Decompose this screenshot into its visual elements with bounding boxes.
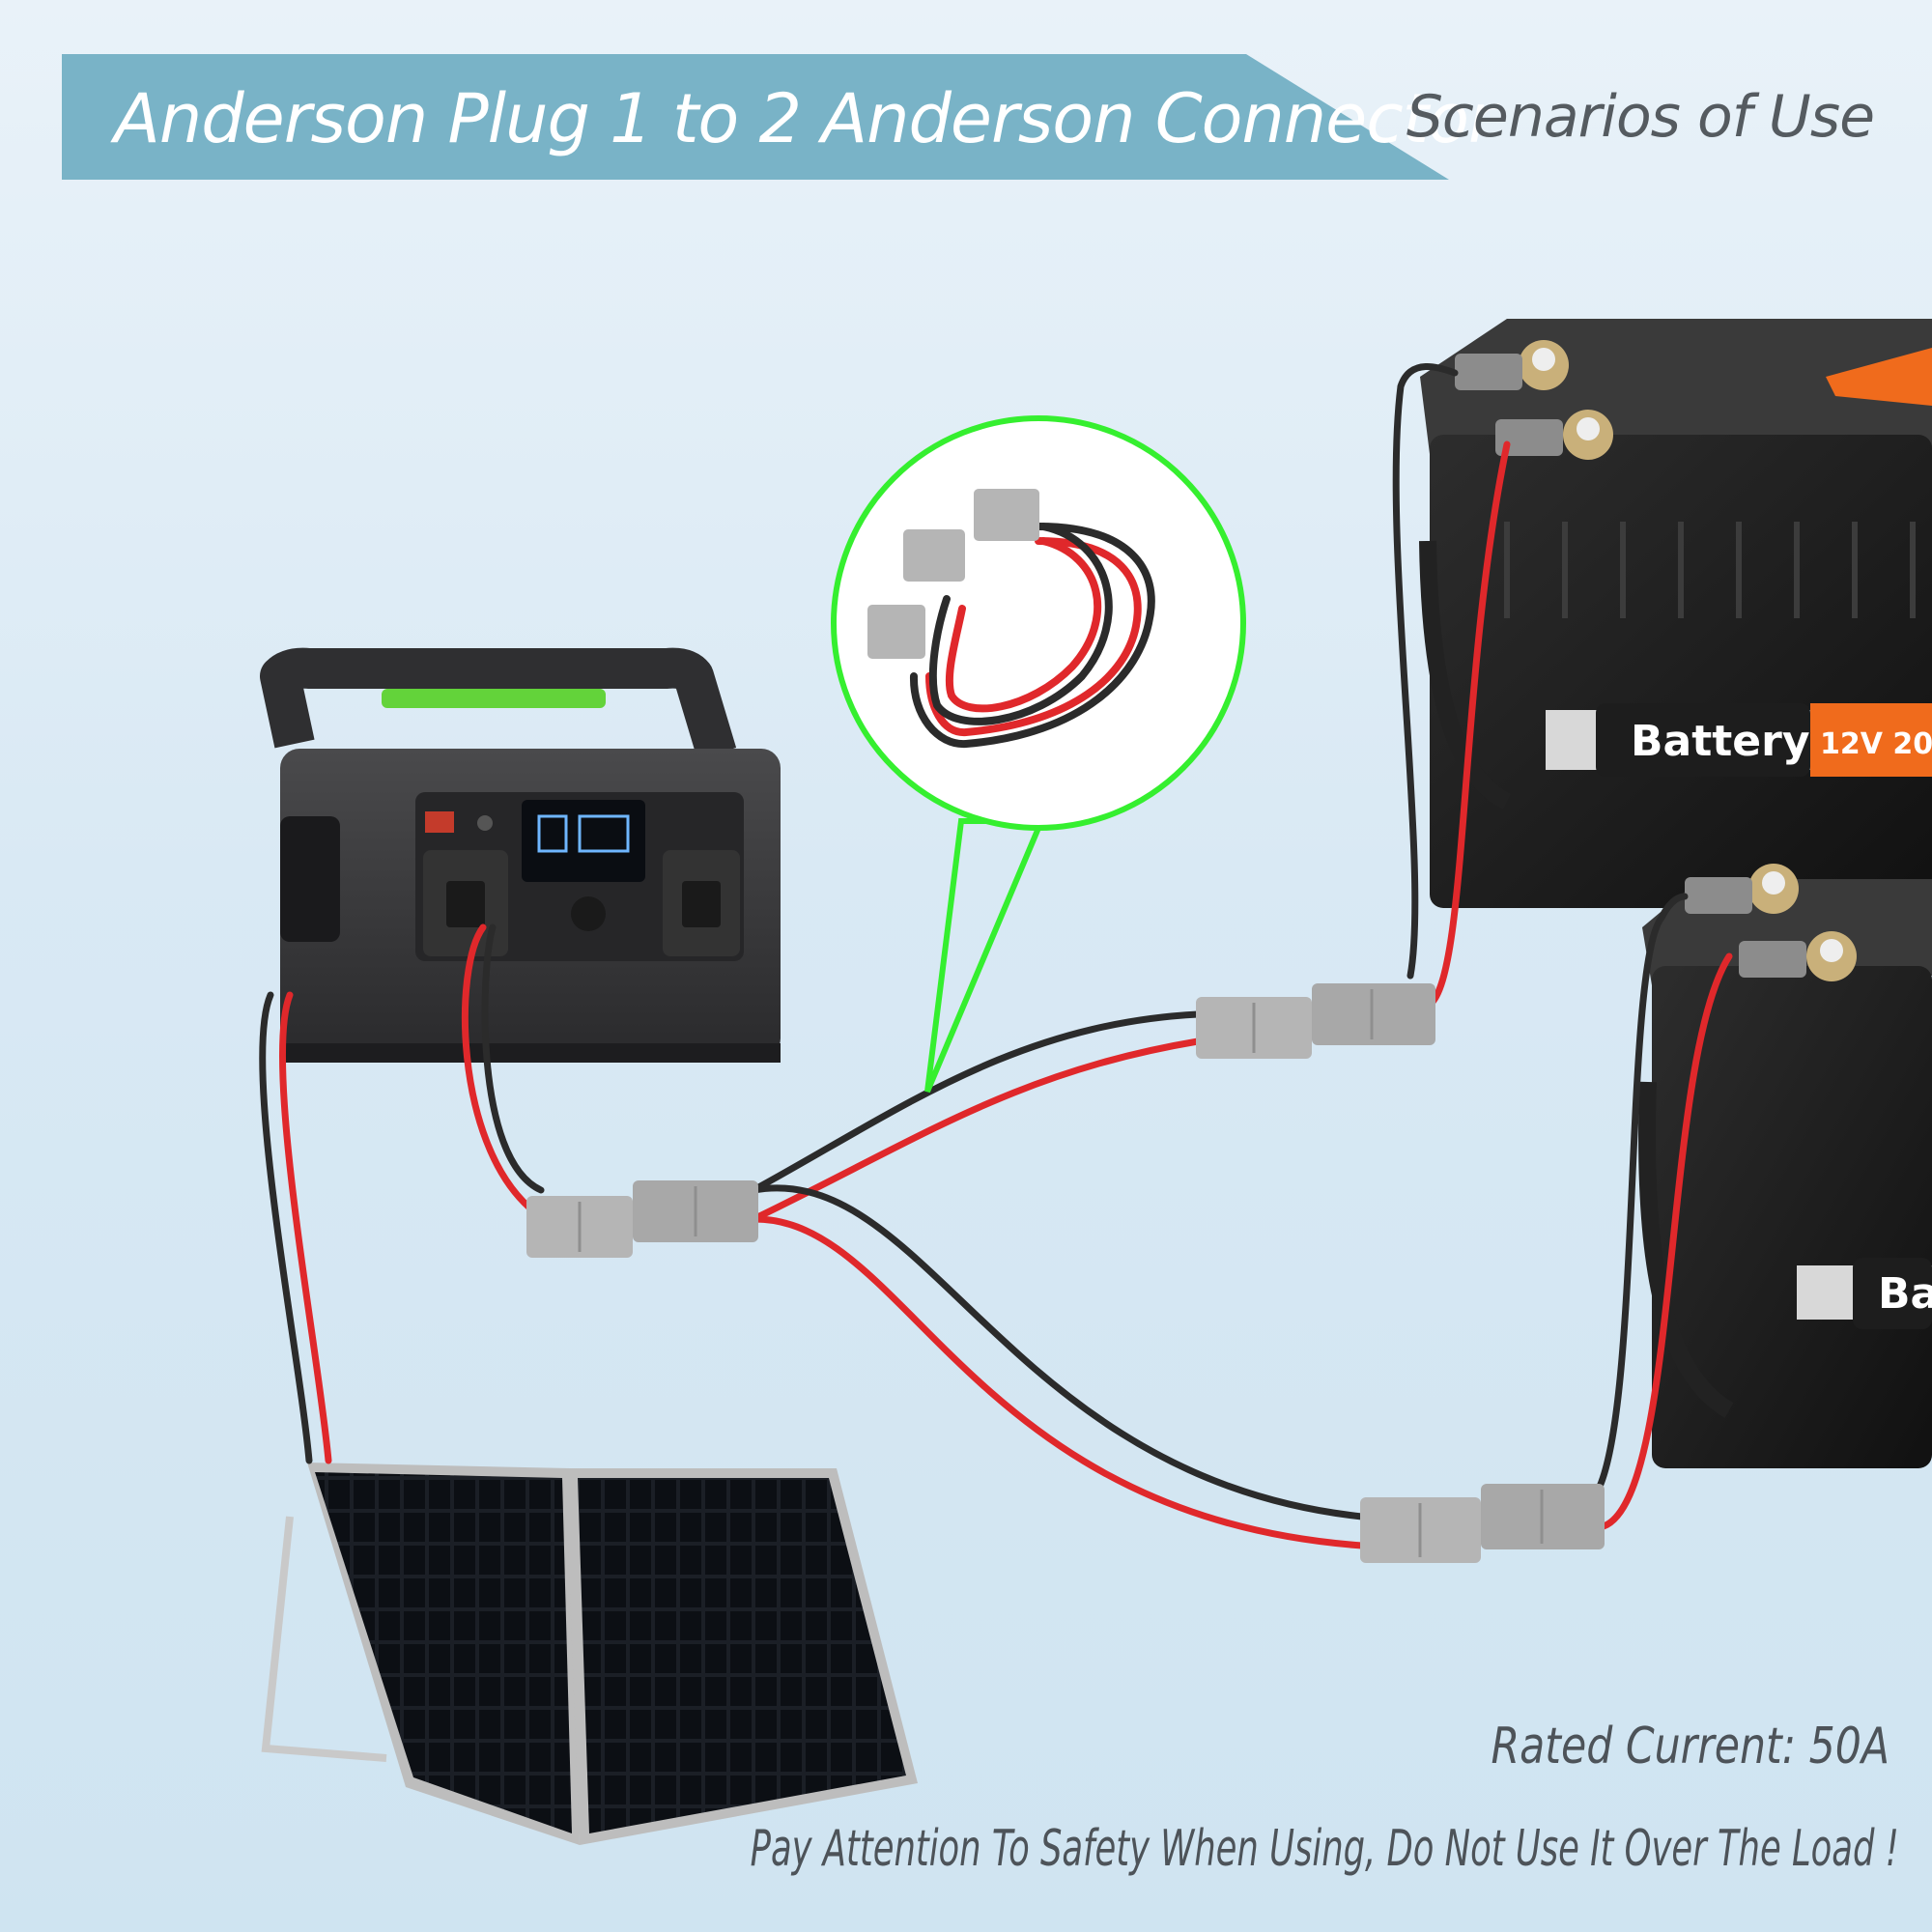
page-subtitle: Scenarios of Use xyxy=(1406,83,1875,151)
rated-current-note: Rated Current: 50A xyxy=(1491,1718,1889,1776)
battery-2-label: Ba xyxy=(1878,1269,1932,1319)
power-station xyxy=(260,647,781,1063)
product-callout xyxy=(831,415,1246,1094)
battery-2: Ba xyxy=(1638,864,1932,1468)
wires xyxy=(259,362,1733,1549)
title-banner xyxy=(62,54,1449,180)
anderson-connector-main xyxy=(526,1180,758,1258)
battery-1: Battery 12V 200A xyxy=(1419,319,1932,908)
battery-1-spec: 12V 200A xyxy=(1820,727,1932,761)
anderson-connector-battery-2 xyxy=(1360,1484,1605,1563)
safety-note: Pay Attention To Safety When Using, Do N… xyxy=(750,1820,1899,1878)
anderson-connector-battery-1 xyxy=(1196,983,1435,1059)
solar-panel xyxy=(261,1463,918,1845)
page-title: Anderson Plug 1 to 2 Anderson Connector xyxy=(114,79,1496,158)
battery-1-label: Battery xyxy=(1631,717,1810,766)
